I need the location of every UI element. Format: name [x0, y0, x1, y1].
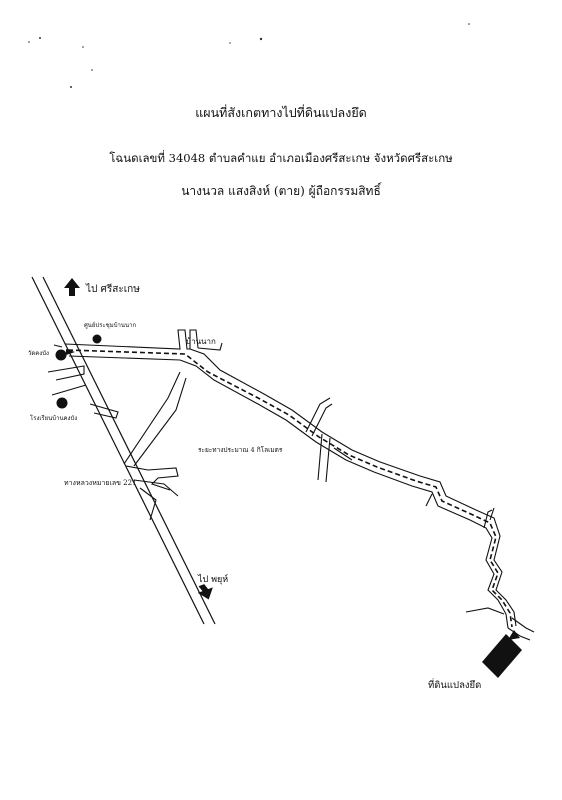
- arrow-south-icon: [197, 584, 213, 600]
- distance-label: ระยะทางประมาณ 4 กิโลเมตร: [198, 446, 283, 454]
- owner-line: นางนวล แสงสิงห์ (ตาย) ผู้ถือกรรมสิทธิ์: [181, 184, 381, 198]
- deed-line: โฉนดเลขที่ 34048 ตำบลคำแย อำเภอเมืองศรีส…: [109, 151, 453, 165]
- village-lane: [64, 329, 223, 361]
- map-title: แผนที่สังเกตทางไปที่ดินแปลงยึด: [195, 105, 367, 120]
- to-sisaket-label: ไป ศรีสะเกษ: [85, 283, 140, 295]
- arrow-north-icon: [64, 278, 80, 296]
- village-label: บ้านนาก: [186, 337, 216, 346]
- route-road: [179, 348, 517, 629]
- landmark-dot-icon: [55, 349, 67, 361]
- side-lanes: [47, 344, 119, 419]
- connector-road: [123, 371, 187, 521]
- parcel-arrow-icon: [508, 630, 520, 640]
- school-label: โรงเรียนบ้านคงบัง: [30, 414, 77, 422]
- scan-specks: [28, 23, 470, 88]
- health-center-label: ศูนย์ประชุมบ้านนาก: [84, 321, 136, 329]
- parcel-block-icon: [482, 634, 522, 678]
- to-phayu-label: ไป พยุห์: [197, 573, 228, 585]
- landmark-dot-icon: [56, 397, 68, 409]
- highway-label: ทางหลวงหมายเลข 221: [64, 479, 137, 487]
- landmark-dot-icon: [92, 334, 102, 344]
- branch-roads: [305, 397, 535, 641]
- route-start-arrow-icon: [66, 349, 75, 355]
- travel-route-dashed: [67, 349, 513, 628]
- parcel-label: ที่ดินแปลงยึด: [428, 678, 481, 691]
- temple-label: วัดคงบัง: [28, 350, 49, 357]
- highway-221: [31, 276, 216, 625]
